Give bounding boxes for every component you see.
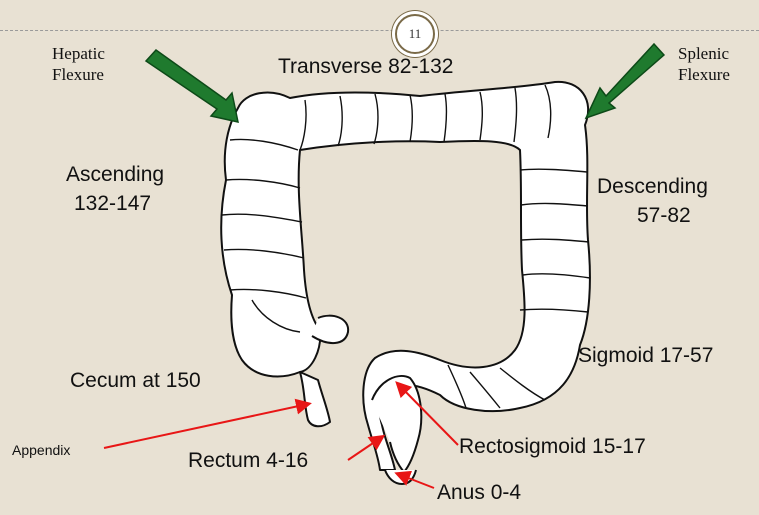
rectum-label: Rectum 4-16 xyxy=(188,449,308,473)
hepatic-flexure-label: Hepatic Flexure xyxy=(52,43,105,85)
anus-label: Anus 0-4 xyxy=(437,481,521,505)
ascending-label: Ascending 132-147 xyxy=(66,160,164,218)
splenic-flexure-arrow xyxy=(586,44,664,118)
descending-label-line2: 57-82 xyxy=(597,201,708,230)
hepatic-flexure-arrow xyxy=(146,50,238,122)
hepatic-label-line2: Flexure xyxy=(52,64,105,85)
descending-label-line1: Descending xyxy=(597,172,708,201)
splenic-label-line2: Flexure xyxy=(678,64,730,85)
appendix-pointer xyxy=(104,404,308,448)
ascending-label-line1: Ascending xyxy=(66,160,164,189)
transverse-label: Transverse 82-132 xyxy=(278,55,453,79)
terminal-ileum xyxy=(312,316,348,343)
anal-canal xyxy=(385,470,416,484)
ascending-label-line2: 132-147 xyxy=(66,189,164,218)
rectosigmoid-label: Rectosigmoid 15-17 xyxy=(459,435,646,459)
colon-illustration xyxy=(221,82,590,484)
splenic-flexure-label: Splenic Flexure xyxy=(678,43,730,85)
appendix-label: Appendix xyxy=(12,442,70,458)
descending-label: Descending 57-82 xyxy=(597,172,708,230)
sigmoid-label: Sigmoid 17-57 xyxy=(578,344,713,368)
cecum-label: Cecum at 150 xyxy=(70,369,201,393)
hepatic-label-line1: Hepatic xyxy=(52,43,105,64)
appendix xyxy=(300,372,330,426)
splenic-label-line1: Splenic xyxy=(678,43,730,64)
